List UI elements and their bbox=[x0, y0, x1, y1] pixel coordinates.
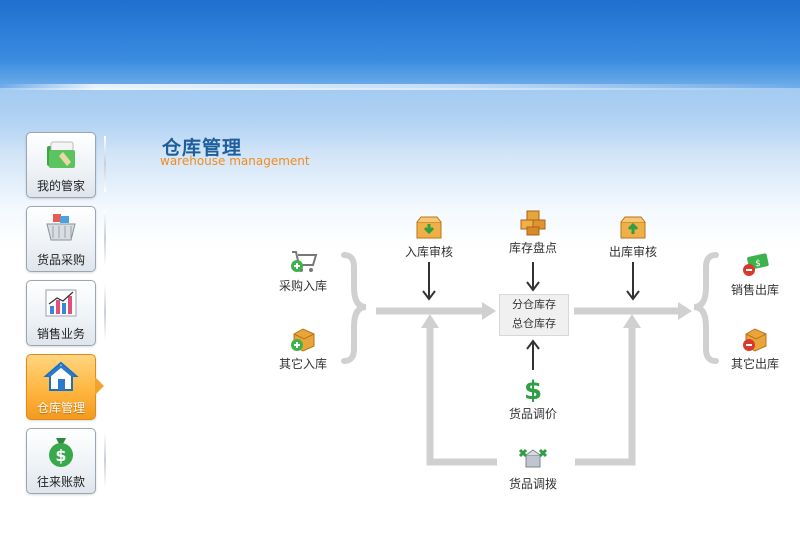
node-other-in[interactable]: 其它入库 bbox=[273, 326, 333, 372]
node-purchase-in[interactable]: 采购入库 bbox=[273, 248, 333, 294]
active-pointer bbox=[95, 377, 104, 395]
sidebar-item-warehouse[interactable]: 仓库管理 bbox=[26, 354, 96, 420]
node-label: 销售出库 bbox=[730, 283, 779, 297]
page-title: 仓库管理 bbox=[162, 137, 243, 159]
node-label: 其它入库 bbox=[278, 357, 327, 371]
sidebar-item-label: 往来账款 bbox=[36, 475, 85, 489]
transfer-icon bbox=[518, 448, 548, 468]
node-label: 货品调拨 bbox=[508, 477, 557, 491]
flow-arrowhead bbox=[623, 314, 641, 328]
sidebar-item-accounts[interactable]: $ 往来账款 bbox=[26, 428, 96, 494]
box-add-icon bbox=[291, 328, 315, 352]
sidebar-item-label: 我的管家 bbox=[36, 179, 85, 193]
flow-arrowhead bbox=[678, 302, 692, 320]
down-arrows bbox=[422, 262, 640, 370]
basket-icon bbox=[46, 214, 76, 241]
svg-text:$: $ bbox=[524, 376, 542, 402]
boxes-stack-icon bbox=[520, 210, 546, 236]
sidebar-item-goods-purchase[interactable]: 货品采购 bbox=[26, 206, 96, 272]
node-label: 货品调价 bbox=[508, 407, 557, 421]
sidebar-item-label: 销售业务 bbox=[36, 327, 85, 341]
branch-stock-label: 分仓库存 bbox=[512, 298, 556, 311]
sidebar-divider bbox=[104, 136, 106, 192]
flow-arrowhead bbox=[421, 314, 439, 328]
node-sales-out[interactable]: $ 销售出库 bbox=[724, 252, 786, 298]
page-subtitle: warehouse management bbox=[160, 154, 310, 168]
node-label: 入库审核 bbox=[404, 245, 453, 259]
sidebar-divider bbox=[104, 432, 106, 488]
flow-arrowhead bbox=[482, 302, 496, 320]
sidebar-divider bbox=[104, 210, 106, 266]
sidebar-item-sales[interactable]: 销售业务 bbox=[26, 280, 96, 346]
node-out-audit[interactable]: 出库审核 bbox=[602, 214, 664, 260]
box-out-icon bbox=[620, 216, 646, 239]
header-banner bbox=[0, 0, 800, 250]
node-label: 其它出库 bbox=[730, 357, 779, 371]
folder-icon bbox=[47, 141, 75, 168]
node-transfer[interactable]: 货品调拨 bbox=[502, 446, 564, 492]
box-remove-icon bbox=[743, 328, 767, 352]
node-label: 库存盘点 bbox=[508, 241, 557, 255]
node-label: 采购入库 bbox=[278, 279, 327, 293]
banner-glow bbox=[0, 88, 800, 148]
left-brace bbox=[341, 252, 367, 364]
banner-sheen bbox=[0, 84, 800, 90]
sidebar-item-my-butler[interactable]: 我的管家 bbox=[26, 132, 96, 198]
node-other-out[interactable]: 其它出库 bbox=[724, 326, 786, 372]
svg-text:$: $ bbox=[755, 259, 761, 269]
stock-summary-box[interactable]: 分仓库存 总仓库存 bbox=[499, 294, 569, 336]
cash-remove-icon: $ bbox=[743, 253, 769, 276]
cart-add-icon bbox=[291, 251, 318, 272]
dollar-icon: $ bbox=[524, 376, 542, 402]
sidebar-item-label: 货品采购 bbox=[36, 253, 85, 267]
transfer-line-left bbox=[426, 326, 497, 466]
sidebar-divider bbox=[104, 284, 106, 340]
node-price-adjust[interactable]: $ 货品调价 bbox=[502, 376, 564, 422]
total-stock-label: 总仓库存 bbox=[512, 317, 556, 330]
node-stocktake[interactable]: 库存盘点 bbox=[502, 210, 564, 256]
node-in-audit[interactable]: 入库审核 bbox=[398, 214, 460, 260]
right-brace bbox=[693, 252, 719, 364]
svg-text:$: $ bbox=[55, 446, 66, 465]
sidebar-item-label: 仓库管理 bbox=[36, 401, 85, 415]
chart-icon bbox=[45, 289, 77, 317]
node-label: 出库审核 bbox=[608, 245, 657, 259]
box-in-icon bbox=[416, 216, 442, 239]
transfer-line-right bbox=[575, 326, 636, 466]
home-icon bbox=[43, 361, 79, 391]
money-bag-icon: $ bbox=[49, 438, 73, 467]
